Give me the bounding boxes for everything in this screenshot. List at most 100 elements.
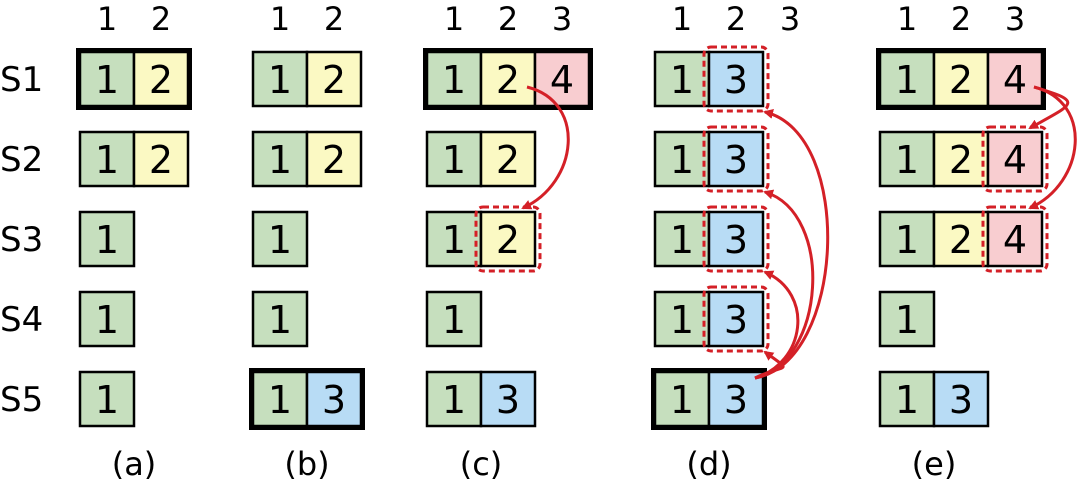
log-entry-term: 2 [949, 138, 973, 182]
panel-caption: (b) [284, 445, 329, 482]
log-entry-cell [251, 50, 309, 108]
log-entry-cell [533, 50, 591, 108]
log-entry-cell [932, 370, 990, 428]
log-entry-cell [78, 210, 136, 268]
log-entry-term: 2 [496, 218, 520, 262]
server-label-s4: S4 [0, 300, 43, 340]
log-entry-cell [707, 130, 765, 188]
leader-outline [651, 368, 767, 430]
log-entry-cell [251, 210, 309, 268]
log-entry-term: 3 [724, 218, 748, 262]
log-entry-term: 2 [149, 138, 173, 182]
log-entry-term: 3 [724, 58, 748, 102]
log-entry-cell [425, 130, 483, 188]
log-index-label: 2 [951, 0, 971, 38]
replication-arrow [1028, 85, 1077, 210]
log-index-label: 2 [151, 0, 171, 38]
log-entry-term: 1 [95, 218, 119, 262]
log-row-s4: 1 [878, 290, 936, 348]
log-entry-term: 1 [268, 58, 292, 102]
log-entry-term: 3 [496, 378, 520, 422]
log-entry-term: 1 [95, 298, 119, 342]
log-entry-cell [707, 50, 765, 108]
log-entry-term: 2 [322, 138, 346, 182]
leader-outline [876, 48, 1046, 110]
log-entry-term: 1 [670, 138, 694, 182]
log-entry-term: 2 [149, 58, 173, 102]
panel-caption: (d) [686, 445, 731, 482]
log-entry-term: 1 [268, 218, 292, 262]
log-index-label: 3 [1005, 0, 1025, 38]
log-entry-term: 1 [442, 58, 466, 102]
log-entry-term: 1 [442, 378, 466, 422]
log-entry-term: 2 [496, 138, 520, 182]
server-label-s3: S3 [0, 220, 43, 260]
log-row-s4: 1 [78, 290, 136, 348]
log-entry-cell [251, 130, 309, 188]
log-entry-term: 1 [95, 378, 119, 422]
log-index-label: 1 [97, 0, 117, 38]
log-entry-term: 4 [1003, 218, 1027, 262]
log-entry-term: 1 [895, 298, 919, 342]
log-row-s3: 1 [251, 210, 309, 268]
arrows-layer [521, 85, 1077, 380]
log-entry-term: 1 [670, 378, 694, 422]
log-row-s3: 1 [78, 210, 136, 268]
log-entry-cell [479, 210, 537, 268]
log-entry-cell [653, 290, 711, 348]
highlight-dashed-box [474, 205, 542, 273]
log-entry-term: 3 [724, 378, 748, 422]
log-entry-cell [653, 210, 711, 268]
replication-arrow [754, 109, 830, 380]
highlight-dashed-box [981, 125, 1049, 193]
log-entry-term: 3 [322, 378, 346, 422]
leader-outline [423, 48, 593, 110]
log-entry-cell [932, 130, 990, 188]
server-label-s1: S1 [0, 60, 43, 100]
log-entry-term: 1 [670, 218, 694, 262]
log-index-label: 3 [552, 0, 572, 38]
log-index-label: 2 [726, 0, 746, 38]
log-entry-cell [707, 210, 765, 268]
log-index-label: 1 [897, 0, 917, 38]
log-entry-term: 1 [95, 138, 119, 182]
log-entry-term: 1 [895, 378, 919, 422]
leader-outline [249, 368, 365, 430]
log-entry-cell [425, 290, 483, 348]
panel-caption: (e) [912, 445, 957, 482]
log-entry-cell [878, 290, 936, 348]
log-row-s4: 1 [425, 290, 483, 348]
log-entry-term: 2 [949, 58, 973, 102]
log-entry-term: 1 [670, 298, 694, 342]
log-index-label: 1 [444, 0, 464, 38]
log-entry-cell [932, 210, 990, 268]
log-entry-term: 1 [268, 298, 292, 342]
log-entry-term: 3 [724, 298, 748, 342]
leader-outline [76, 48, 192, 110]
log-entry-term: 1 [268, 138, 292, 182]
panel-caption: (c) [460, 445, 503, 482]
log-entry-term: 4 [1003, 138, 1027, 182]
highlight-dashed-box [981, 205, 1049, 273]
log-entry-cell [878, 210, 936, 268]
log-entry-cell [305, 130, 363, 188]
log-entry-term: 2 [322, 58, 346, 102]
replication-arrow [521, 85, 570, 210]
highlight-dashed-box [702, 285, 770, 353]
